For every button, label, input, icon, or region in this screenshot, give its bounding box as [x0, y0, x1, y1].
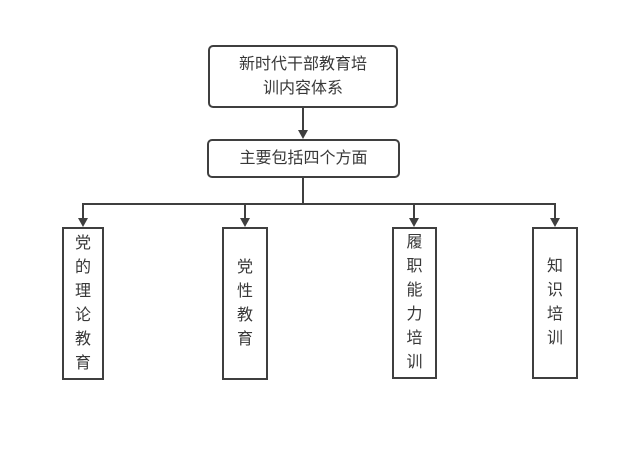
connector-drop-branch-3	[413, 203, 415, 219]
branch-node-label: 履职能力培训	[406, 234, 423, 371]
connector-drop-branch-4	[554, 203, 556, 219]
branch-node-party-theory-education: 党的理论教育	[62, 227, 104, 380]
root-node-label: 新时代干部教育培 训内容体系	[238, 55, 367, 97]
branch-node-duty-ability-training: 履职能力培训	[392, 227, 437, 379]
connector-drop-branch-2	[244, 203, 246, 219]
connector-root-to-level2	[302, 106, 304, 131]
level2-node-label: 主要包括四个方面	[239, 149, 368, 167]
connector-level2-to-bus	[302, 176, 304, 205]
arrowhead-icon	[78, 218, 88, 227]
arrowhead-icon	[409, 218, 419, 227]
branch-node-label: 党的理论教育	[74, 234, 91, 372]
arrowhead-icon	[298, 130, 308, 139]
arrowhead-icon	[240, 218, 250, 227]
root-node: 新时代干部教育培 训内容体系	[208, 45, 398, 108]
branch-node-label: 知识培训	[546, 258, 563, 347]
branch-node-party-spirit-education: 党性教育	[222, 227, 268, 380]
branch-node-label: 党性教育	[236, 258, 253, 348]
branch-node-knowledge-training: 知识培训	[532, 227, 578, 379]
connector-drop-branch-1	[82, 203, 84, 219]
connector-bus-horizontal	[82, 203, 556, 205]
level2-node: 主要包括四个方面	[207, 139, 400, 178]
arrowhead-icon	[550, 218, 560, 227]
